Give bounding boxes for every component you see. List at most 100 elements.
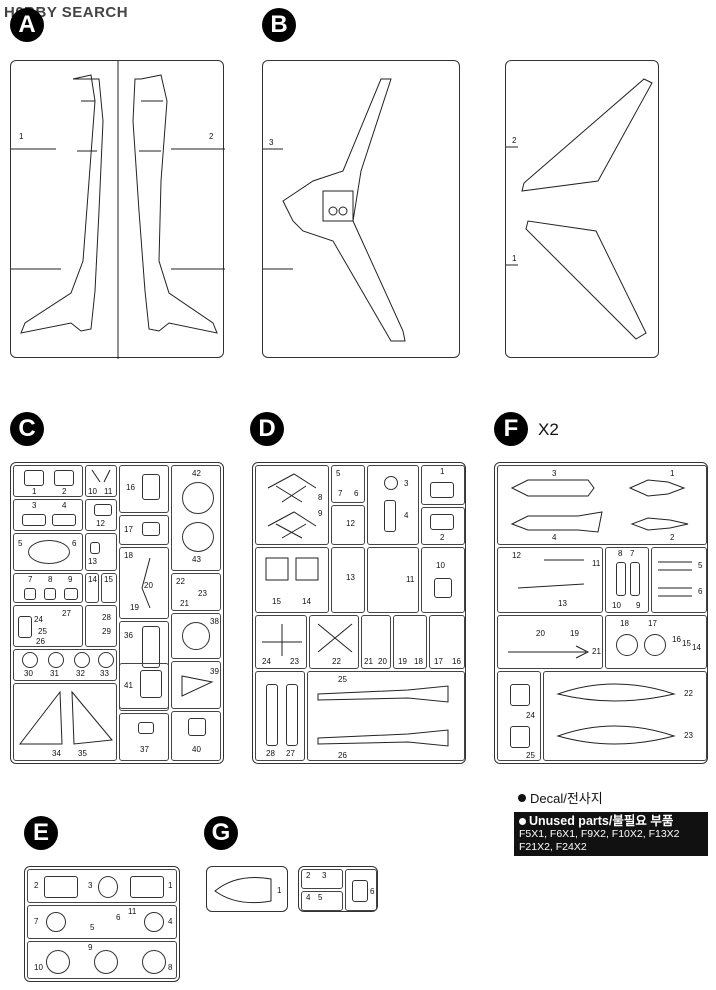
- part-number: 5: [336, 469, 341, 478]
- part-number: 25: [526, 751, 535, 760]
- part-number: 2: [512, 136, 517, 145]
- part-shape: [46, 912, 66, 932]
- part-number: 6: [370, 887, 375, 896]
- part-number: 17: [124, 525, 133, 534]
- part-number: 2: [670, 533, 675, 542]
- part-shape: [22, 652, 38, 668]
- cell: 12: [331, 505, 365, 545]
- part-shape: [138, 722, 154, 734]
- part-number: 41: [124, 681, 133, 690]
- part-number: 15: [272, 597, 281, 606]
- part-number: 18: [414, 657, 423, 666]
- part-shape: [384, 500, 396, 532]
- part-shape: [430, 482, 454, 498]
- part-number: 16: [126, 483, 135, 492]
- sprue-e-badge: E: [24, 816, 58, 850]
- cell: 2 3: [301, 869, 343, 889]
- unused-parts-box: Unused parts/불필요 부품 F5X1, F6X1, F9X2, F1…: [514, 812, 708, 856]
- part-number: 27: [62, 609, 71, 618]
- part-number: 7: [338, 489, 343, 498]
- part-number: 19: [398, 657, 407, 666]
- part-shape: [510, 684, 530, 706]
- cell: 22 23 21: [171, 573, 221, 611]
- cell: 15 14: [255, 547, 329, 613]
- part-number: 9: [318, 509, 323, 518]
- part-number: 26: [36, 637, 45, 646]
- part-number: 36: [124, 631, 133, 640]
- part-shape: [142, 626, 160, 668]
- cell: 16: [119, 465, 169, 513]
- cell: 24 23: [255, 615, 307, 669]
- part-shape: [430, 514, 454, 530]
- sprue-b-wings-drawing: [506, 78, 653, 340]
- cell: 12 11 13: [497, 547, 603, 613]
- cell: 28 27: [255, 671, 305, 761]
- part-shape: [286, 684, 298, 746]
- part-shape: [182, 622, 210, 650]
- cell: 24 25: [497, 671, 541, 761]
- part-number: 6: [116, 913, 121, 922]
- part-number: 18: [124, 551, 133, 560]
- part-drawing: [510, 479, 689, 533]
- part-number: 3: [32, 501, 37, 510]
- part-shape: [22, 514, 46, 526]
- part-number: 43: [192, 555, 201, 564]
- cell: 3 4 1 2: [497, 465, 707, 545]
- part-shape: [18, 616, 32, 638]
- part-shape: [48, 652, 64, 668]
- cell: 25 26: [307, 671, 465, 761]
- part-number: 12: [512, 551, 521, 560]
- part-number: 19: [570, 629, 579, 638]
- cell: 6: [345, 869, 377, 911]
- part-number: 22: [332, 657, 341, 666]
- part-number: 4: [62, 501, 67, 510]
- unused-list-line-2: F21X2, F24X2: [519, 841, 587, 853]
- unused-list-line-1: F5X1, F6X1, F9X2, F10X2, F13X2: [519, 828, 680, 840]
- cell: 5 6: [651, 547, 707, 613]
- part-shape: [630, 562, 640, 596]
- part-number: 27: [286, 749, 295, 758]
- part-number: 2: [34, 881, 39, 890]
- part-number: 12: [96, 519, 105, 528]
- part-number: 2: [440, 533, 445, 542]
- part-number: 26: [338, 751, 347, 760]
- cell: 40: [171, 711, 221, 761]
- part-number: 1: [440, 467, 445, 476]
- part-number: 11: [128, 907, 137, 916]
- part-number: 5: [698, 561, 703, 570]
- part-shape: [142, 474, 160, 500]
- part-number: 23: [290, 657, 299, 666]
- cell: 8 7 10 9: [605, 547, 649, 613]
- part-number: 10: [436, 561, 445, 570]
- part-shape: [28, 540, 70, 564]
- part-number: 2: [209, 132, 214, 141]
- part-number: 2: [62, 487, 67, 496]
- part-number: 13: [346, 573, 355, 582]
- part-shape: [182, 522, 214, 552]
- part-number: 24: [262, 657, 271, 666]
- part-number: 20: [378, 657, 387, 666]
- part-number: 42: [192, 469, 201, 478]
- part-number: 31: [50, 669, 59, 678]
- sprue-a-badge: A: [10, 8, 44, 42]
- unused-title: Unused parts/불필요 부품: [529, 814, 674, 828]
- cell: 42 43: [171, 465, 221, 571]
- sprue-a-drawing: [11, 61, 225, 359]
- cell: 17: [119, 515, 169, 545]
- part-number: 9: [636, 601, 641, 610]
- part-drawing: [508, 645, 590, 659]
- sprue-g-badge: G: [204, 816, 238, 850]
- part-shape: [144, 912, 164, 932]
- part-shape: [188, 718, 206, 736]
- part-number: 6: [354, 489, 359, 498]
- part-number: 7: [28, 575, 33, 584]
- cell: 3 4: [13, 499, 83, 531]
- cell: 13: [85, 533, 117, 571]
- part-shape: [142, 950, 166, 974]
- part-number: 1: [32, 487, 37, 496]
- part-number: 3: [269, 138, 274, 147]
- cell: 37: [119, 713, 169, 761]
- part-number: 8: [48, 575, 53, 584]
- part-number: 3: [88, 881, 93, 890]
- part-number: 10: [88, 487, 97, 496]
